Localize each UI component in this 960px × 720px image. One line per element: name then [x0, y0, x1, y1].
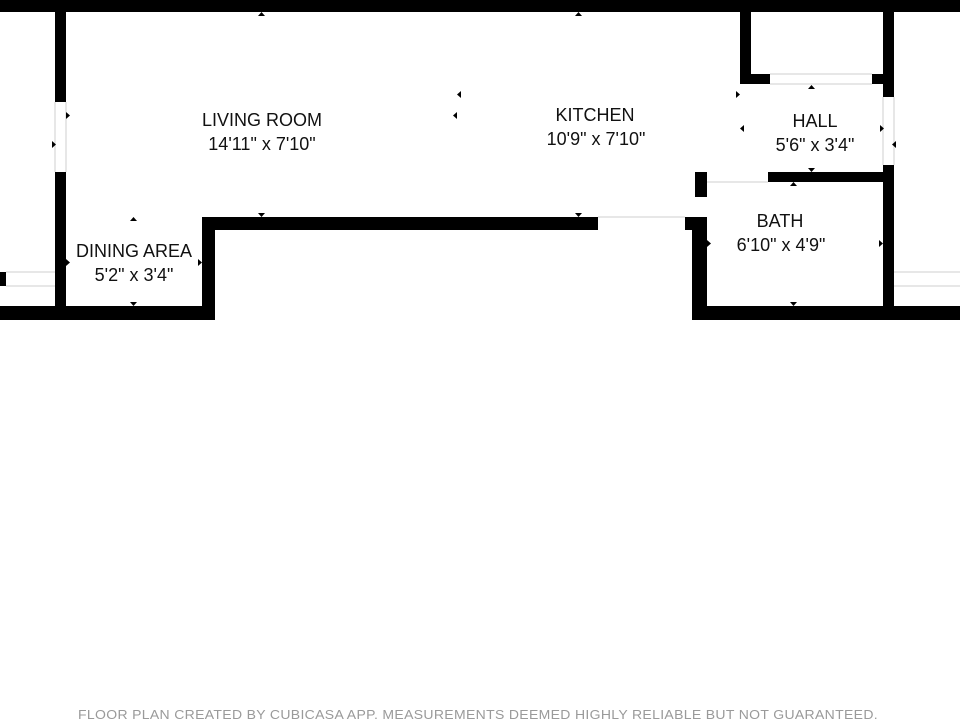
wall-top: [0, 0, 960, 12]
marker-icon: [453, 112, 457, 119]
room-size: 6'10" x 4'9": [737, 235, 826, 255]
room-living-room: LIVING ROOM 14'11" x 7'10": [202, 110, 322, 154]
marker-icon: [130, 302, 137, 306]
marker-icon: [790, 302, 797, 306]
room-bath: BATH 6'10" x 4'9": [737, 211, 826, 255]
wall-bath-left: [692, 217, 707, 320]
room-hall: HALL 5'6" x 3'4": [776, 111, 855, 155]
wall-dining-bottom: [0, 306, 215, 320]
marker-icon: [740, 125, 744, 132]
marker-icon: [808, 168, 815, 172]
wall-dining-right: [202, 217, 215, 320]
marker-icon: [52, 141, 56, 148]
wall-right-lower: [883, 165, 894, 320]
room-name: KITCHEN: [555, 105, 634, 125]
room-name: HALL: [792, 111, 837, 131]
wall-left-upper: [55, 0, 66, 102]
marker-icon: [808, 85, 815, 89]
marker-icon: [892, 141, 896, 148]
marker-icon: [66, 112, 70, 119]
marker-icon: [736, 91, 740, 98]
marker-icon: [879, 240, 883, 247]
marker-icon: [575, 12, 582, 16]
wall-bath-left-top: [695, 172, 707, 197]
marker-icon: [575, 213, 582, 217]
wall-living-bottom: [202, 217, 598, 230]
room-name: LIVING ROOM: [202, 110, 322, 130]
room-name: BATH: [757, 211, 804, 231]
marker-icon: [457, 91, 461, 98]
room-dining-area: DINING AREA 5'2" x 3'4": [76, 241, 192, 285]
room-kitchen: KITCHEN 10'9" x 7'10": [547, 105, 646, 149]
wall-hall-bottom: [768, 172, 894, 182]
marker-icon: [707, 240, 711, 247]
marker-icon: [198, 259, 202, 266]
wall-left-lower: [55, 172, 66, 320]
marker-icon: [130, 217, 137, 221]
marker-icon: [790, 182, 797, 186]
room-size: 5'6" x 3'4": [776, 135, 855, 155]
room-size: 14'11" x 7'10": [208, 134, 315, 154]
marker-icon: [258, 12, 265, 16]
room-name: DINING AREA: [76, 241, 192, 261]
wall-right-upper: [883, 0, 894, 97]
footer-disclaimer: FLOOR PLAN CREATED BY CUBICASA APP. MEAS…: [78, 707, 878, 720]
dimension-markers: [52, 12, 896, 306]
wall-stub: [685, 217, 693, 230]
wall-bath-bottom: [692, 306, 960, 320]
marker-icon: [258, 213, 265, 217]
walls: [0, 0, 960, 320]
marker-icon: [880, 125, 884, 132]
marker-icon: [66, 259, 70, 266]
wall-left-stub: [0, 272, 6, 286]
wall-closet-left: [740, 0, 751, 84]
room-size: 5'2" x 3'4": [95, 265, 174, 285]
room-size: 10'9" x 7'10": [547, 129, 646, 149]
wall-closet-bottom-left: [740, 74, 770, 84]
openings: [6, 73, 960, 287]
